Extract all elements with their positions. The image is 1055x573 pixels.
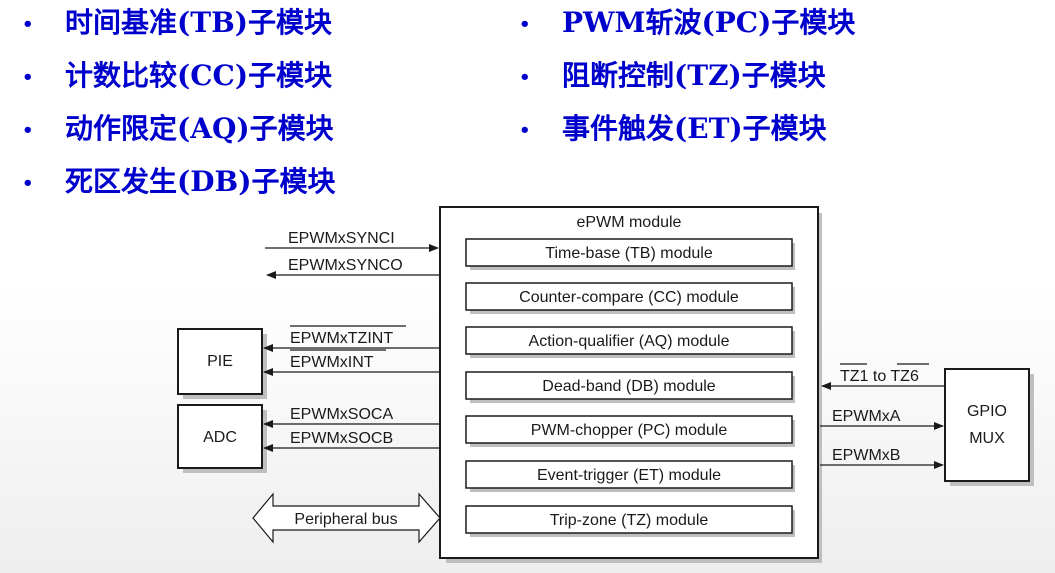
submodule-pc-label: PWM-chopper (PC) module: [531, 422, 728, 439]
bullet-text-et: 事件触发(ET)子模块: [562, 112, 827, 145]
bullet-dot: •: [22, 120, 34, 141]
pie-label: PIE: [207, 353, 233, 370]
signal-soca-label: EPWMxSOCA: [290, 406, 393, 423]
signal-socb: EPWMxSOCB: [263, 430, 440, 452]
signal-synci: EPWMxSYNCI: [265, 230, 439, 252]
bullet-dot: •: [22, 67, 34, 88]
submodule-tz: Trip-zone (TZ) module: [465, 505, 795, 537]
epwm-module-title: ePWM module: [577, 214, 682, 231]
submodule-aq: Action-qualifier (AQ) module: [465, 326, 795, 358]
signal-int: EPWMxINT: [263, 349, 440, 376]
signal-epwma: EPWMxA: [820, 408, 944, 430]
peripheral-bus-label: Peripheral bus: [294, 511, 397, 528]
bullet-text-tb: 时间基准(TB)子模块: [65, 6, 332, 39]
submodule-et: Event-trigger (ET) module: [465, 460, 795, 492]
submodule-tb-label: Time-base (TB) module: [545, 245, 713, 262]
adc-label: ADC: [203, 429, 237, 446]
submodule-aq-label: Action-qualifier (AQ) module: [529, 333, 730, 350]
gpio-label: GPIO: [967, 403, 1007, 420]
submodule-tz-label: Trip-zone (TZ) module: [550, 512, 709, 529]
signal-tz-inputs: TZ1 to TZ6: [821, 363, 945, 390]
signal-epwma-label: EPWMxA: [832, 408, 901, 425]
mux-label: MUX: [969, 430, 1005, 447]
submodule-cc: Counter-compare (CC) module: [465, 282, 795, 314]
bullet-text-pc: PWM斩波(PC)子模块: [562, 6, 856, 39]
tz1-label: TZ1: [840, 368, 869, 385]
adc-block: ADC: [177, 404, 267, 473]
submodule-db-label: Dead-band (DB) module: [542, 378, 716, 395]
submodule-et-label: Event-trigger (ET) module: [537, 467, 721, 484]
bullet-dot: •: [519, 120, 531, 141]
bullet-dot: •: [519, 67, 531, 88]
bullet-dot: •: [22, 173, 34, 194]
signal-epwmb: EPWMxB: [820, 447, 944, 469]
bullet-dot: •: [22, 14, 34, 35]
signal-int-label: EPWMxINT: [290, 354, 374, 371]
submodule-cc-label: Counter-compare (CC) module: [519, 289, 739, 306]
tz-to-label: to: [868, 368, 890, 385]
signal-synci-label: EPWMxSYNCI: [288, 230, 395, 247]
bullet-text-db: 死区发生(DB)子模块: [65, 165, 336, 198]
signal-tz-label: TZ1 to TZ6: [840, 368, 919, 385]
signal-soca: EPWMxSOCA: [263, 406, 440, 428]
signal-synco: EPWMxSYNCO: [266, 257, 440, 279]
submodule-tb: Time-base (TB) module: [465, 238, 795, 270]
pie-block: PIE: [177, 328, 267, 399]
bullet-text-aq: 动作限定(AQ)子模块: [65, 112, 334, 145]
tz6-label: TZ6: [890, 368, 919, 385]
signal-socb-label: EPWMxSOCB: [290, 430, 393, 447]
bullet-text-cc: 计数比较(CC)子模块: [65, 59, 333, 92]
bullet-dot: •: [519, 14, 531, 35]
signal-synco-label: EPWMxSYNCO: [288, 257, 403, 274]
signal-epwmb-label: EPWMxB: [832, 447, 900, 464]
signal-tzint: EPWMxTZINT: [263, 325, 440, 352]
gpio-mux-block: GPIO MUX: [944, 368, 1034, 486]
signal-tzint-label: EPWMxTZINT: [290, 330, 393, 347]
peripheral-bus: Peripheral bus: [252, 492, 441, 544]
submodule-pc: PWM-chopper (PC) module: [465, 415, 795, 447]
bullet-text-tz: 阻断控制(TZ)子模块: [562, 59, 826, 92]
submodule-db: Dead-band (DB) module: [465, 371, 795, 403]
